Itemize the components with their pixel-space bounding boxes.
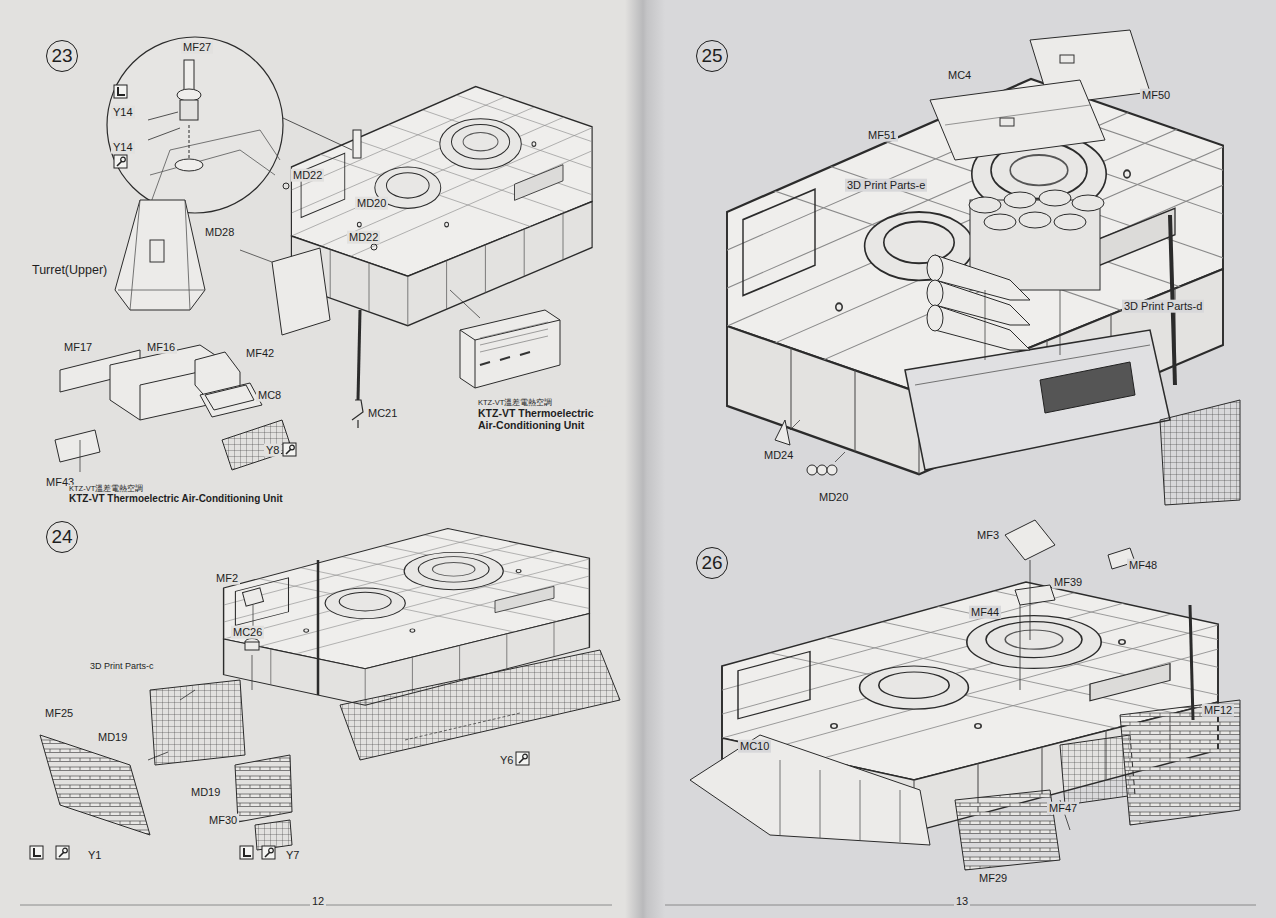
part-label: 3D Print Parts-d [1122,300,1204,313]
part-label: MC21 [366,407,399,420]
part-label: Y7 [284,849,301,862]
part-label: Y8 [264,444,281,457]
part-label: MD20 [817,491,850,504]
part-label: MC10 [738,740,771,753]
part-label: MD22 [347,231,380,244]
part-label: Y14 [111,141,135,154]
part-label: MF30 [207,814,239,827]
part-label: MF2 [214,572,240,585]
step-number: 26 [701,552,722,574]
part-label: Y6 [498,754,515,767]
part-label: MF42 [244,347,276,360]
part-label: MF3 [975,529,1001,542]
part-label: MF12 [1202,704,1234,717]
part-label: MD20 [355,197,388,210]
unit-caption: KTZ-VT Thermoelectric Air-Conditioning U… [476,407,608,431]
part-label: MC26 [231,626,264,639]
step-number: 23 [51,45,72,67]
step-number: 25 [701,45,722,67]
step-circle: 24 [46,521,78,553]
part-label: MF44 [969,606,1001,619]
part-label: 3D Print Parts-e [845,179,927,192]
part-label: MF29 [977,872,1009,885]
part-label: MC8 [256,389,283,402]
part-label: MF27 [181,41,213,54]
part-label: MD24 [762,449,795,462]
part-label: KTZ-VT溫差電熱空調 [67,485,145,494]
part-label: MD22 [291,169,324,182]
part-label: MD19 [96,731,129,744]
step-number: 24 [51,526,72,548]
part-label: MF47 [1047,802,1079,815]
unit-caption: KTZ-VT Thermoelectric Air-Conditioning U… [67,493,285,505]
part-label: MF17 [62,341,94,354]
part-label: Y14 [111,106,135,119]
part-label: MC4 [946,69,973,82]
step-circle: 23 [46,40,78,72]
part-label: Y1 [86,849,103,862]
part-label: MD19 [189,786,222,799]
part-label: MF39 [1052,576,1084,589]
step-circle: 25 [696,40,728,72]
step-circle: 26 [696,547,728,579]
part-label: MF48 [1127,559,1159,572]
part-label: 13 [954,895,970,908]
part-label: MF51 [866,129,898,142]
part-label: MF25 [43,707,75,720]
part-label: 3D Print Parts-c [88,661,156,671]
part-label: Turret(Upper) [30,263,109,277]
part-label: 12 [310,895,326,908]
part-label: MF50 [1140,89,1172,102]
part-label: MF16 [145,341,177,354]
part-label: MD28 [203,226,236,239]
